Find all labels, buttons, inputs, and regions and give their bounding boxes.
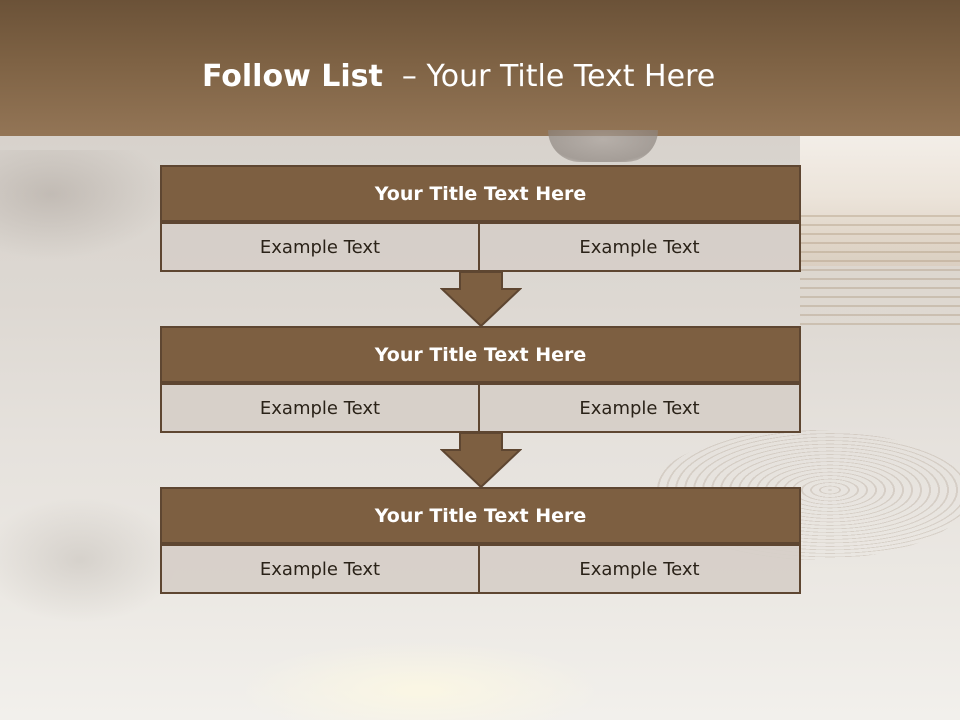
slide-title-bold: Follow List (202, 59, 383, 94)
step-title: Your Title Text Here (160, 326, 801, 383)
step-row: Example Text Example Text (160, 222, 801, 272)
step-cell-left: Example Text (160, 222, 480, 272)
step-title: Your Title Text Here (160, 165, 801, 222)
background-bamboo (800, 215, 960, 325)
slide-title: Follow List – Your Title Text Here (202, 56, 715, 98)
step-title: Your Title Text Here (160, 487, 801, 544)
step-cell-right: Example Text (480, 383, 801, 433)
step-row: Example Text Example Text (160, 544, 801, 594)
step-box-2: Your Title Text Here Example Text Exampl… (160, 326, 801, 433)
arrow-down-icon (440, 433, 522, 489)
background-stone (0, 150, 170, 260)
header-band (0, 0, 960, 136)
step-cell-left: Example Text (160, 544, 480, 594)
step-box-3: Your Title Text Here Example Text Exampl… (160, 487, 801, 594)
step-cell-right: Example Text (480, 222, 801, 272)
background-stone (548, 130, 658, 162)
step-row: Example Text Example Text (160, 383, 801, 433)
arrow-down-icon (440, 272, 522, 328)
step-cell-right: Example Text (480, 544, 801, 594)
background-window (800, 136, 960, 266)
slide-title-rest: – Your Title Text Here (401, 59, 716, 94)
step-cell-left: Example Text (160, 383, 480, 433)
step-box-1: Your Title Text Here Example Text Exampl… (160, 165, 801, 272)
